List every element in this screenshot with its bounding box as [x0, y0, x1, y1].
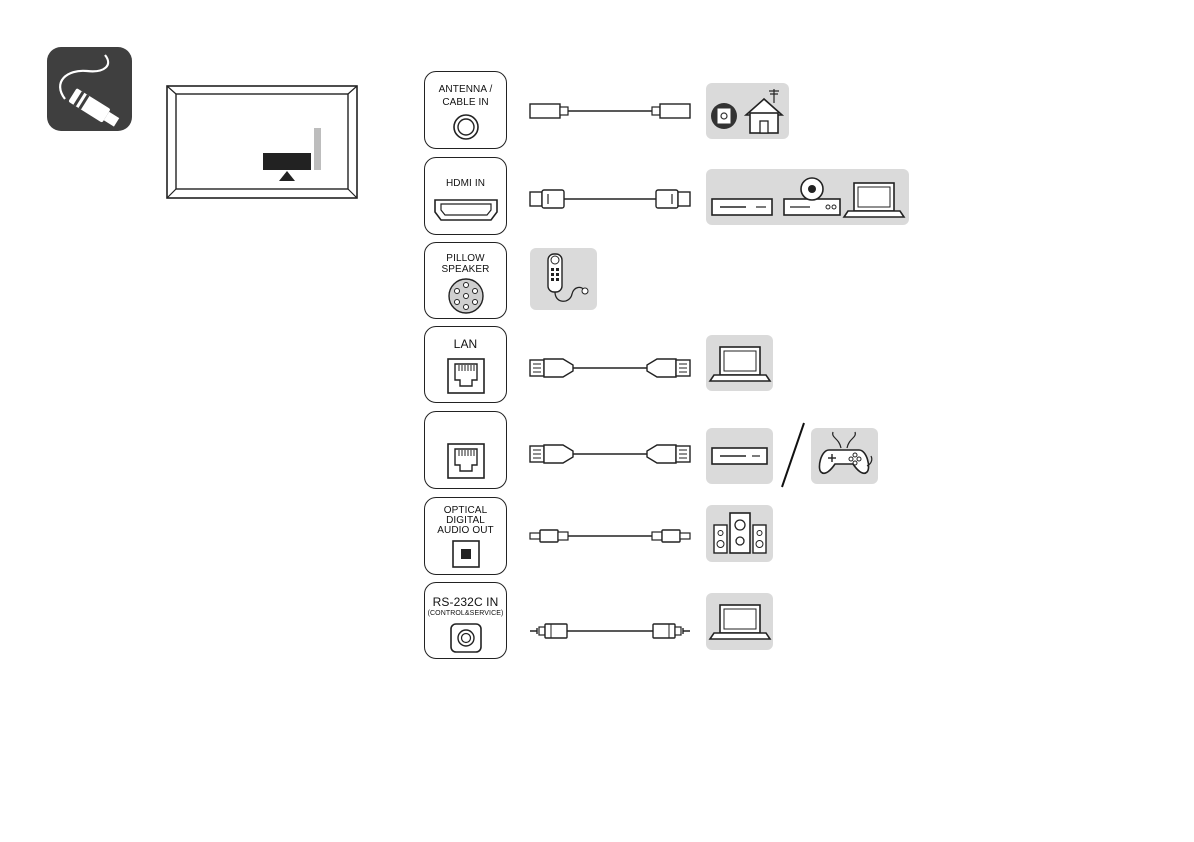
antenna-house-icon	[706, 83, 789, 139]
coax-port-icon	[451, 112, 481, 142]
gamepad-icon	[811, 428, 878, 484]
port-label: RS-232C IN	[425, 596, 506, 609]
bluray-player-icon	[712, 199, 772, 215]
tv-back-panel-icon	[166, 85, 358, 199]
optical-port-icon	[452, 540, 480, 568]
rs232c-jack-icon	[450, 623, 482, 653]
port-pillow-speaker: PILLOW SPEAKER	[424, 242, 507, 319]
port-label: SPEAKER	[425, 264, 506, 275]
laptop-icon	[706, 593, 773, 650]
port-rj	[424, 411, 507, 489]
lan-cable-icon	[529, 356, 691, 380]
optical-cable-icon	[529, 526, 691, 546]
set-top-box-icon	[706, 428, 773, 484]
port-hdmi-in: HDMI IN	[424, 157, 507, 235]
port-label: HDMI IN	[425, 178, 506, 189]
rj45-port-icon	[447, 358, 485, 394]
port-label: CABLE IN	[425, 97, 506, 108]
laptop-icon	[844, 183, 904, 217]
port-label: ANTENNA /	[425, 84, 506, 95]
hdmi-cable-icon	[529, 187, 691, 211]
hdmi-port-icon	[433, 198, 499, 222]
dvd-player-icon	[784, 178, 840, 215]
port-label: AUDIO OUT	[425, 525, 506, 536]
rj-cable-icon	[529, 442, 691, 466]
port-optical-digital-audio-out: OPTICAL DIGITAL AUDIO OUT	[424, 497, 507, 575]
port-label: (CONTROL&SERVICE)	[425, 610, 506, 618]
port-label: LAN	[425, 338, 506, 351]
port-antenna-cable-in: ANTENNA / CABLE IN	[424, 71, 507, 149]
rs232c-cable-icon	[529, 621, 691, 641]
laptop-icon	[706, 335, 773, 391]
port-rs232c-in: RS-232C IN (CONTROL&SERVICE)	[424, 582, 507, 659]
speaker-system-icon	[706, 505, 773, 562]
hdmi-devices-group	[706, 169, 909, 225]
port-lan: LAN	[424, 326, 507, 403]
rj-port-icon	[447, 443, 485, 479]
pillow-speaker-remote-icon	[530, 248, 597, 310]
cable-plug-icon	[47, 47, 132, 131]
port-label: PILLOW	[425, 253, 506, 264]
or-slash-divider	[778, 420, 808, 490]
din-port-icon	[447, 277, 485, 315]
coax-cable-icon	[529, 100, 691, 122]
